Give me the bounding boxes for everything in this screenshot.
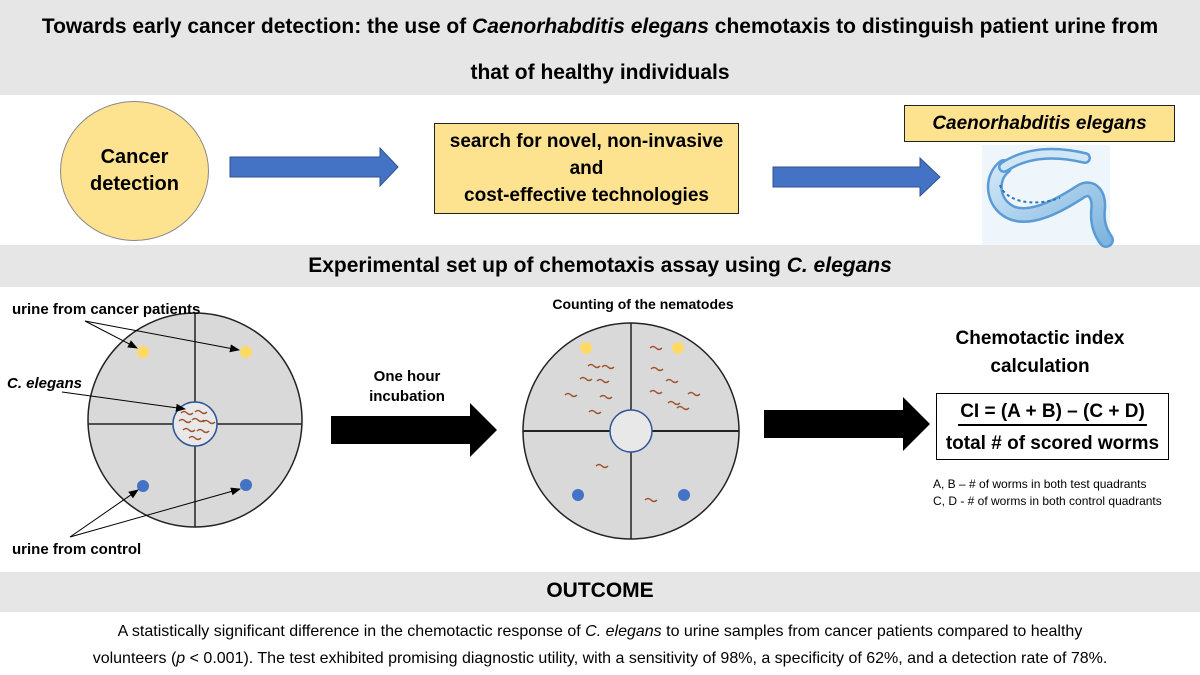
formula-denominator: total # of scored worms [945, 433, 1160, 454]
blue-arrow-2 [772, 156, 941, 198]
cancer-detection-circle: Cancer detection [60, 101, 209, 241]
control-spot-c [137, 480, 149, 492]
ci-heading-line2: calculation [990, 356, 1090, 377]
control-spot-d-right [678, 489, 690, 501]
nematode-illustration [982, 145, 1114, 248]
counting-label: Counting of the nematodes [552, 296, 734, 312]
outcome-italic1: C. elegans [585, 623, 662, 640]
incubation-line2: incubation [369, 388, 445, 405]
incubation-label: One hour incubation [342, 367, 472, 407]
control-spot-d [240, 479, 252, 491]
control-spot-c-right [572, 489, 584, 501]
search-line2: and [569, 158, 604, 179]
title-line2: that of healthy individuals [470, 61, 730, 84]
test-spot-b-right [672, 342, 684, 354]
ci-heading-line1: Chemotactic index [955, 328, 1125, 349]
test-spot-b [240, 346, 252, 358]
outcome-p1: A statistically significant difference i… [117, 623, 586, 640]
title-line1-prefix: Towards early cancer detection: the use … [41, 15, 473, 38]
test-spot-a-right [580, 342, 592, 354]
label-celegans: C. elegans [7, 375, 83, 392]
petri-dish-left [87, 312, 303, 528]
label-control-urine: urine from control [12, 541, 142, 558]
blue-arrow-1 [229, 146, 399, 188]
scattered-worms [564, 345, 701, 503]
setup-heading-italic: C. elegans [786, 254, 892, 277]
result-arrow [764, 397, 930, 451]
outcome-italic2: p [176, 650, 186, 667]
cancer-line1: Cancer [100, 146, 169, 168]
figure-title: Towards early cancer detection: the use … [0, 0, 1200, 95]
leader-lines [61, 320, 241, 538]
outcome-p4: < 0.001). The test exhibited promising d… [185, 650, 1108, 667]
outcome-text: A statistically significant difference i… [10, 618, 1190, 672]
incubation-line1: One hour [373, 368, 441, 385]
worm-cluster [178, 409, 216, 441]
petri-dish-right [522, 322, 740, 540]
organism-label: Caenorhabditis elegans [932, 113, 1147, 134]
ci-heading: Chemotactic index calculation [930, 325, 1150, 381]
legend-line-2: C, D - # of worms in both control quadra… [933, 494, 1162, 508]
outcome-p3: volunteers ( [92, 650, 177, 667]
cancer-line2: detection [90, 173, 179, 195]
setup-band [0, 245, 1200, 287]
search-line1: search for novel, non-invasive [449, 131, 724, 152]
label-cancer-urine: urine from cancer patients [12, 301, 201, 318]
incubation-arrow [331, 403, 497, 457]
ci-formula-box: CI = (A + B) – (C + D) total # of scored… [936, 393, 1169, 460]
organism-label-box: Caenorhabditis elegans [904, 105, 1175, 142]
setup-heading-prefix: Experimental set up of chemotaxis assay … [308, 254, 787, 277]
search-technologies-box: search for novel, non-invasive and cost-… [434, 123, 739, 214]
title-line1-suffix: chemotaxis to distinguish patient urine … [708, 15, 1159, 38]
legend-line-1: A, B – # of worms in both test quadrants [933, 477, 1147, 491]
search-line3: cost-effective technologies [464, 185, 709, 206]
outcome-heading: OUTCOME [546, 579, 654, 602]
setup-heading: Experimental set up of chemotaxis assay … [0, 254, 1200, 278]
outcome-band [0, 572, 1200, 612]
test-spot-a [137, 346, 149, 358]
title-line1-italic: Caenorhabditis elegans [472, 15, 709, 38]
formula-numerator: CI = (A + B) – (C + D) [958, 400, 1147, 426]
outcome-p2: to urine samples from cancer patients co… [661, 623, 1083, 640]
